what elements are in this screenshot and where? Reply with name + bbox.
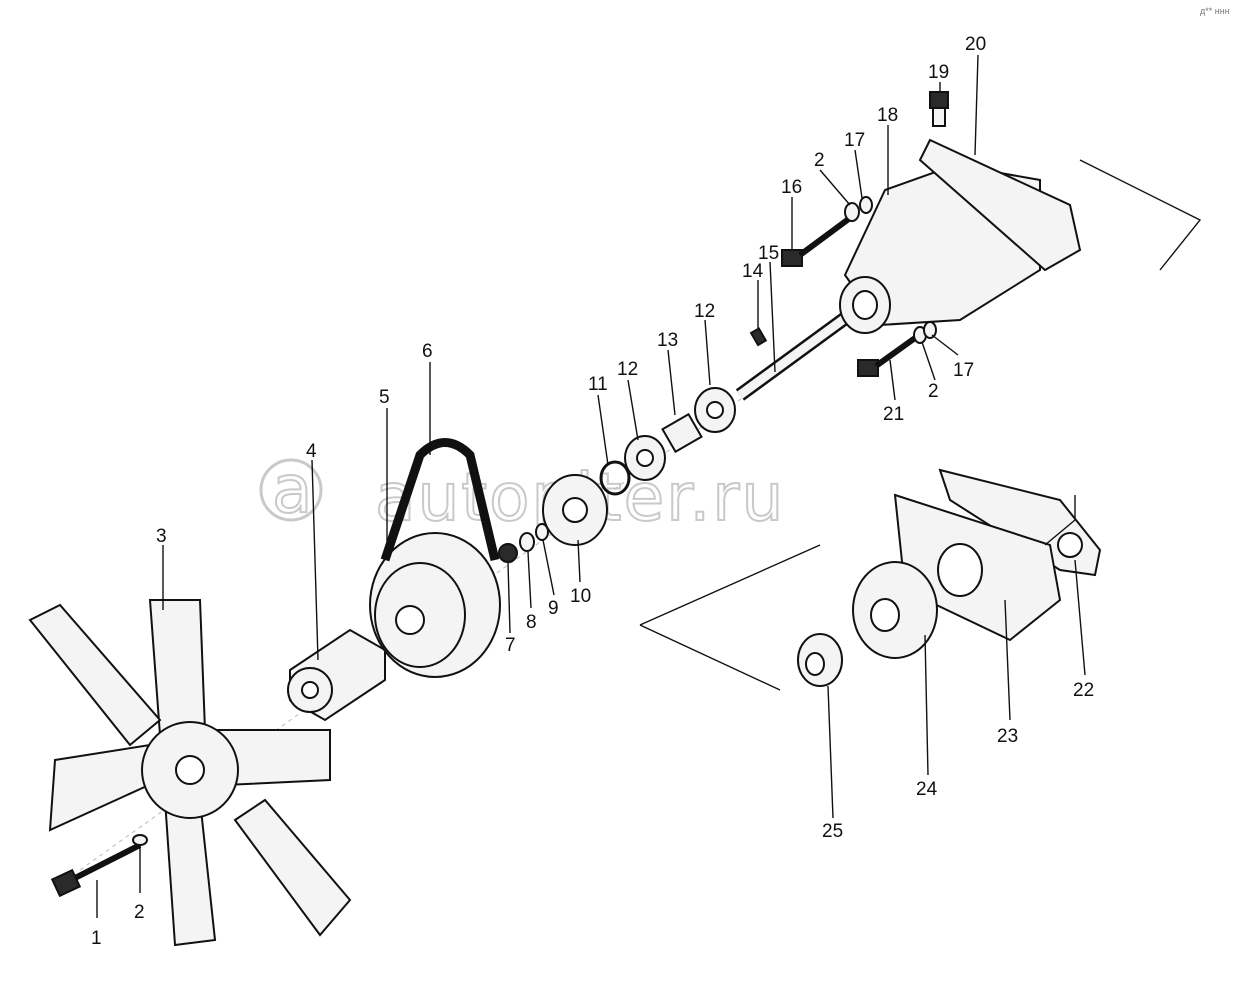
callout-24: 24 xyxy=(916,779,938,800)
callout-2-lower: 2 xyxy=(928,381,939,402)
watermark-glyph: a xyxy=(272,451,314,528)
callout-23: 23 xyxy=(997,726,1018,747)
belt-part-6 xyxy=(380,438,500,562)
fan-hub-part-4 xyxy=(287,628,386,722)
callout-5: 5 xyxy=(379,387,390,408)
washer-part-9 xyxy=(535,523,549,541)
callout-19: 19 xyxy=(928,62,949,83)
flange-part-10 xyxy=(542,474,608,546)
washer-part-17-upper xyxy=(859,196,873,214)
callout-9: 9 xyxy=(548,598,559,619)
callout-22: 22 xyxy=(1073,680,1094,701)
fitting-part-19 xyxy=(929,91,949,127)
callout-17-upper: 17 xyxy=(844,130,865,151)
snap-ring-part-11 xyxy=(599,460,631,496)
callout-11: 11 xyxy=(588,374,608,395)
pulley-part-5 xyxy=(369,532,501,678)
callout-25: 25 xyxy=(822,821,843,842)
upper-assembly-outline xyxy=(1079,159,1202,271)
gasket-part-22 xyxy=(938,468,1102,577)
washer-part-17-lower xyxy=(923,321,937,339)
sleeve-part-25 xyxy=(797,633,843,687)
washer-part-2-fan xyxy=(132,834,148,846)
bearing-part-12-rear xyxy=(694,387,736,433)
callout-14: 14 xyxy=(742,261,764,282)
assembly-outline xyxy=(639,495,1076,691)
callout-2-fan: 2 xyxy=(134,902,145,923)
key-part-14 xyxy=(749,327,768,347)
fan-assembly xyxy=(28,599,352,947)
callout-8: 8 xyxy=(526,612,537,633)
callout-16: 16 xyxy=(781,177,802,198)
leader-lines xyxy=(96,54,1086,918)
callout-17-lower: 17 xyxy=(953,360,974,381)
callout-1: 1 xyxy=(91,928,102,949)
callout-18: 18 xyxy=(877,105,898,126)
nut-part-7 xyxy=(498,543,518,563)
bearing-part-12-front xyxy=(624,435,666,481)
bolt-part-21 xyxy=(857,335,917,377)
corner-mark: д** ннн xyxy=(1200,6,1230,16)
callout-12-rear: 12 xyxy=(694,301,715,322)
callout-2-upper: 2 xyxy=(814,150,825,171)
callout-4: 4 xyxy=(306,441,317,462)
bolt-part-1 xyxy=(50,842,142,898)
callout-labels: 1 2 3 4 5 6 7 8 9 10 11 12 13 12 14 15 1… xyxy=(91,34,1094,949)
callout-10: 10 xyxy=(570,586,591,607)
callout-7: 7 xyxy=(505,635,516,656)
washer-part-2-upper xyxy=(844,202,860,222)
gear-part-24 xyxy=(852,561,938,659)
callout-6: 6 xyxy=(422,341,433,362)
callout-12-front: 12 xyxy=(617,359,638,380)
callout-20: 20 xyxy=(965,34,986,55)
callout-21: 21 xyxy=(883,404,904,425)
callout-13: 13 xyxy=(657,330,678,351)
gasket-part-20 xyxy=(918,138,1082,272)
watermark: a autopiter.ru xyxy=(259,450,784,537)
spacer-part-13 xyxy=(661,412,703,454)
callout-3: 3 xyxy=(156,526,167,547)
washer-part-8 xyxy=(519,532,535,552)
callout-15: 15 xyxy=(758,243,779,264)
